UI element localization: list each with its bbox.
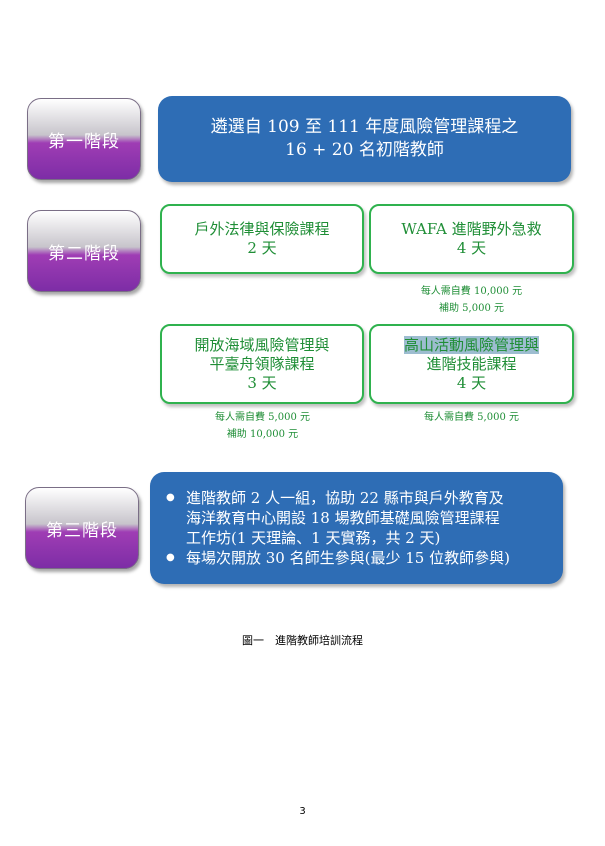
course-box-mountain: 高山活動風險管理與 進階技能課程 4 天 xyxy=(369,324,574,404)
stage-1-line-1: 遴選自 109 至 111 年度風險管理課程之 xyxy=(210,117,519,137)
course-days: 4 天 xyxy=(456,239,487,257)
open-water-fee-subsidy: 補助 10,000 元 xyxy=(226,429,299,440)
open-water-fee-note: 每人需自費 5,000 元 補助 10,000 元 xyxy=(160,409,365,443)
figure-caption: 圖一 進階教師培訓流程 xyxy=(242,634,363,647)
stage-3-label: 第三階段 xyxy=(25,487,139,569)
bullet-1-line-2: 海洋教育中心開設 18 場教師基礎風險管理課程 xyxy=(186,509,500,527)
stage-3-bullet-list: 進階教師 2 人一組，協助 22 縣市與戶外教育及 海洋教育中心開設 18 場教… xyxy=(150,488,510,568)
course-title-line-2: 平臺舟領隊課程 xyxy=(209,354,315,373)
course-title-line-2: 進階技能課程 xyxy=(426,354,517,373)
course-days: 2 天 xyxy=(247,239,277,257)
course-days: 4 天 xyxy=(456,373,487,392)
stage-2-label: 第二階段 xyxy=(27,210,141,292)
course-title-line-1: 開放海域風險管理與 xyxy=(194,335,330,354)
stage-1-box: 遴選自 109 至 111 年度風險管理課程之 16 + 20 名初階教師 xyxy=(158,96,571,182)
wafa-fee-self: 每人需自費 10,000 元 xyxy=(420,286,523,297)
open-water-fee-self: 每人需自費 5,000 元 xyxy=(215,412,310,423)
bullet-1-line-3: 工作坊(1 天理論、1 天實務，共 2 天) xyxy=(186,529,441,547)
course-title: WAFA 進階野外急救 xyxy=(401,220,542,238)
mountain-fee-note: 每人需自費 5,000 元 xyxy=(369,409,574,426)
page-number: 3 xyxy=(299,806,306,817)
stage-1-line-2: 16 + 20 名初階教師 xyxy=(285,140,444,160)
bullet-1-line-1: 進階教師 2 人一組，協助 22 縣市與戶外教育及 xyxy=(186,489,504,507)
stage-1-label: 第一階段 xyxy=(27,98,141,180)
stage-3-bullet-2: 每場次開放 30 名師生參與(最少 15 位教師參與) xyxy=(158,548,510,568)
course-days: 3 天 xyxy=(247,373,277,392)
course-box-wafa: WAFA 進階野外急救 4 天 xyxy=(369,204,574,274)
course-title-highlight-end: 與 xyxy=(524,335,540,354)
mountain-fee-self: 每人需自費 5,000 元 xyxy=(424,412,519,423)
wafa-fee-subsidy: 補助 5,000 元 xyxy=(439,303,504,314)
course-box-outdoor-law: 戶外法律與保險課程 2 天 xyxy=(160,204,364,274)
stage-3-box: 進階教師 2 人一組，協助 22 縣市與戶外教育及 海洋教育中心開設 18 場教… xyxy=(150,472,563,584)
course-title-line-1: 高山活動風險管理與 xyxy=(403,335,540,355)
course-box-open-water: 開放海域風險管理與 平臺舟領隊課程 3 天 xyxy=(160,324,364,404)
stage-3-bullet-1: 進階教師 2 人一組，協助 22 縣市與戶外教育及 海洋教育中心開設 18 場教… xyxy=(158,488,510,548)
course-title-highlight: 高山活動風險管理 xyxy=(403,335,524,354)
bullet-2-text: 每場次開放 30 名師生參與(最少 15 位教師參與) xyxy=(186,549,510,567)
wafa-fee-note: 每人需自費 10,000 元 補助 5,000 元 xyxy=(369,283,574,317)
course-title: 戶外法律與保險課程 xyxy=(194,220,330,238)
